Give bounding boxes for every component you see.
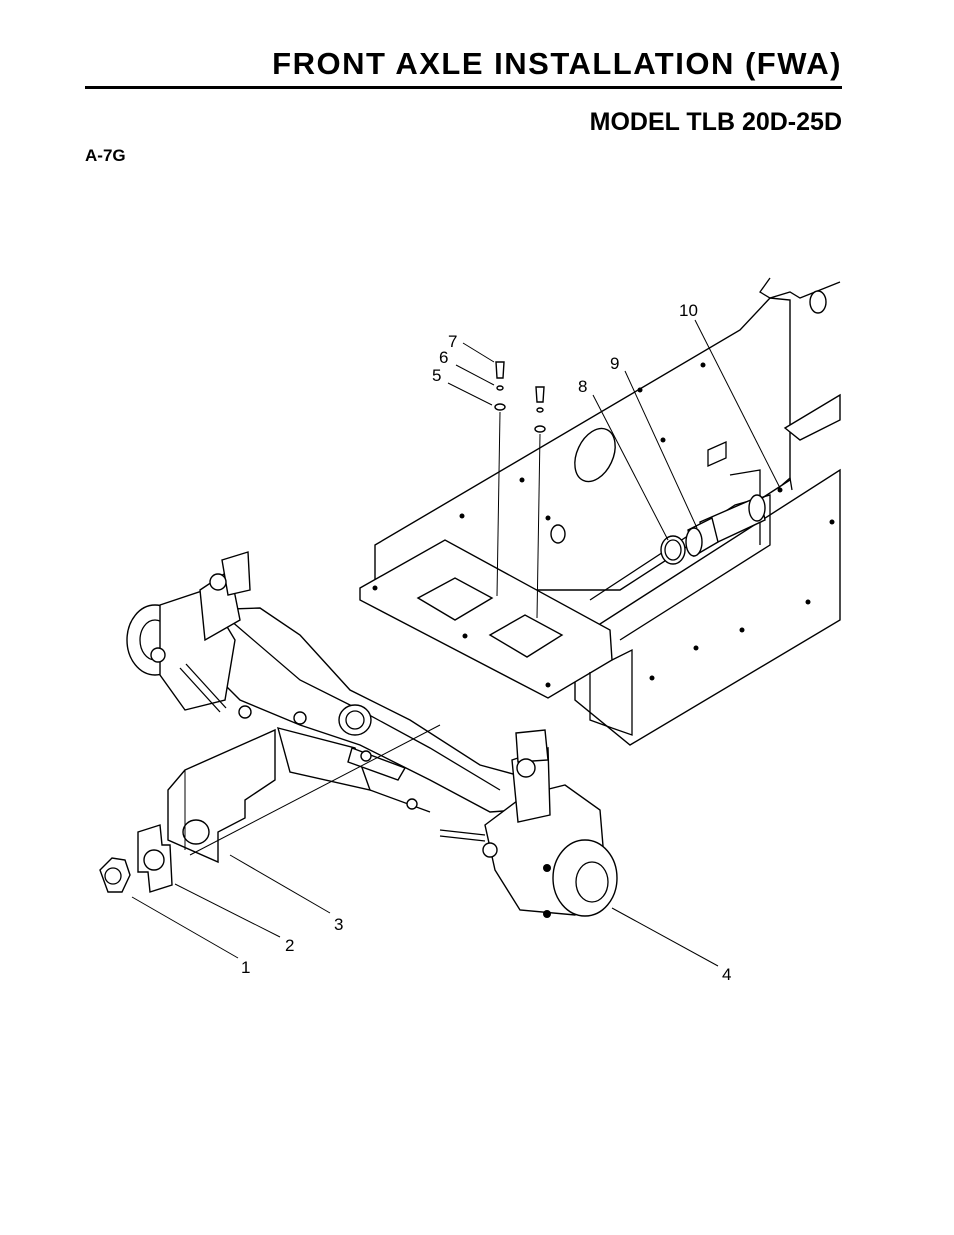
callout-8: 8 <box>578 377 587 396</box>
title-rule <box>85 86 842 89</box>
pivot-nut <box>99 857 131 893</box>
pivot-bracket <box>167 728 276 864</box>
callout-1: 1 <box>241 958 250 977</box>
callout-4: 4 <box>722 965 731 984</box>
leader-lines <box>131 319 781 967</box>
callout-10: 10 <box>679 301 698 320</box>
callout-3: 3 <box>334 915 343 934</box>
bushing-parts <box>660 476 793 565</box>
model-label: MODEL TLB 20D-25D <box>589 108 842 136</box>
callout-2: 2 <box>285 936 294 955</box>
page-title: FRONT AXLE INSTALLATION (FWA) <box>272 46 842 81</box>
lock-plate <box>137 824 173 893</box>
figure-code: A-7G <box>85 146 126 165</box>
front-axle-assembly <box>126 551 618 918</box>
callout-6: 6 <box>439 348 448 367</box>
callout-7: 7 <box>448 332 457 351</box>
bolt-hardware <box>189 361 546 856</box>
callout-5: 5 <box>432 366 441 385</box>
callout-9: 9 <box>610 354 619 373</box>
tractor-frame <box>359 277 841 746</box>
